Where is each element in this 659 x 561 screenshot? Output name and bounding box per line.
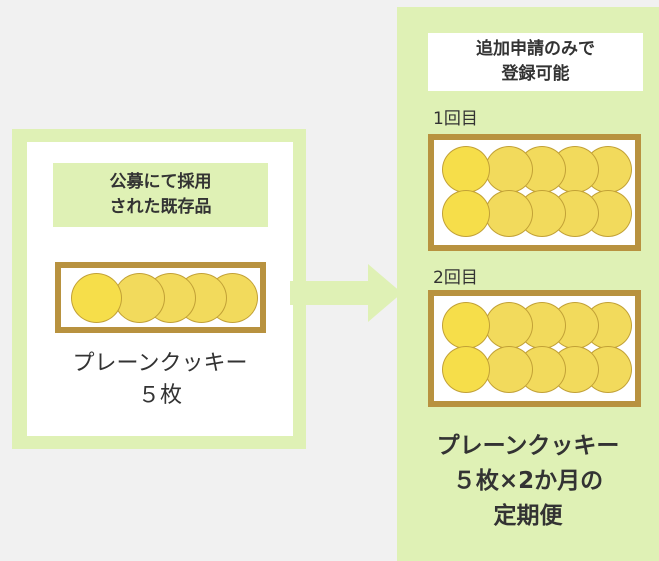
cookie-tray-5 — [55, 262, 266, 333]
round-2-label: 2回目 — [433, 268, 478, 288]
cookie-icon — [485, 346, 533, 393]
cookie-tray-round-1 — [428, 134, 641, 251]
cookie-icon — [485, 146, 533, 193]
cookie-icon — [485, 302, 533, 349]
cookie-icon — [485, 190, 533, 237]
subscription-caption: プレーンクッキー ５枚×2か月の 定期便 — [436, 433, 620, 529]
right-arrow-icon — [290, 264, 402, 322]
cookie-icon — [71, 273, 122, 323]
cookie-tray-round-2 — [428, 290, 641, 407]
round-1-label: 1回目 — [433, 109, 478, 129]
cookie-icon — [442, 302, 490, 349]
existing-product-caption: プレーンクッキー ５枚 — [72, 351, 248, 408]
cookie-icon — [442, 146, 490, 193]
existing-product-label: 公募にて採用 された既存品 — [53, 163, 268, 227]
cookie-icon — [442, 346, 490, 393]
additional-application-label: 追加申請のみで 登録可能 — [428, 33, 643, 91]
cookie-icon — [442, 190, 490, 237]
subscription-panel — [397, 7, 659, 561]
